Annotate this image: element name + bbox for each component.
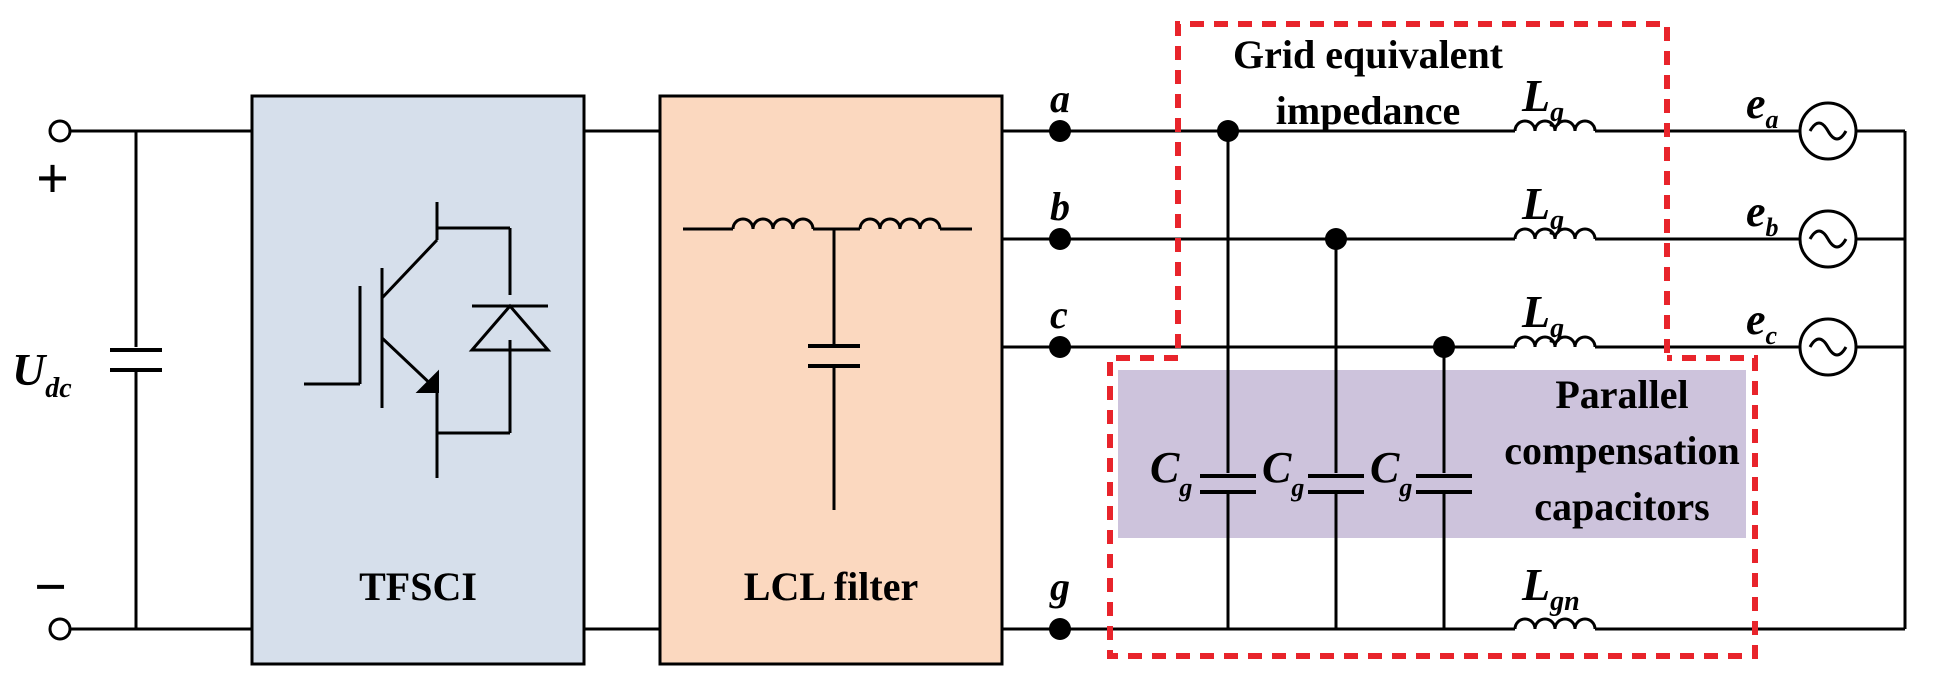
lgn-label: Lgn [1521,559,1580,617]
inductor-lgn [1513,617,1597,630]
tfsci-label: TFSCI [359,564,477,609]
ea-label: ea [1746,79,1779,134]
udc-label: Udc [12,344,72,404]
capacitor-cg-1 [1200,120,1256,629]
grid-impedance-label-line2: impedance [1276,88,1460,133]
dc-link [48,119,252,641]
node-g-label: g [1049,564,1070,609]
dc-plus-terminal [48,119,72,143]
minus-label: − [34,554,67,619]
cg-2-label: Cg [1262,443,1304,502]
capacitor-cg-3 [1416,336,1472,629]
node-a-dot [1049,120,1071,142]
lcl-filter-block [658,94,1004,666]
udc-sub: dc [45,373,72,404]
plus-label: + [36,146,69,211]
parallel-capacitor-label-line1: Parallel [1555,372,1688,417]
node-g-dot [1049,618,1071,640]
tfsci-block [250,94,586,666]
capacitor-band [1118,370,1746,538]
node-c-dot [1049,336,1071,358]
lcl-filter-symbol [683,217,972,510]
cg-3-label: Cg [1370,443,1412,502]
inductor-lg-b [1513,227,1597,240]
inductor-lg-c [1513,335,1597,348]
source-ec [1798,317,1858,377]
parallel-capacitor-label-line3: capacitors [1534,484,1710,529]
eb-label: eb [1746,187,1779,242]
parallel-capacitor-boundary [1107,355,1758,659]
node-b-dot [1049,228,1071,250]
node-a-label: a [1050,76,1070,121]
phase-lines [1002,129,1905,631]
capacitor-cg-2 [1308,228,1364,629]
ec-label: ec [1746,295,1778,350]
inductor-lg-a [1513,119,1597,132]
source-eb [1798,209,1858,269]
lg-a-label: Lg [1521,70,1564,128]
cg-1-label: Cg [1150,443,1192,502]
lcl-label: LCL filter [744,564,918,609]
lg-c-label: Lg [1521,286,1564,344]
igbt-diode-symbol [304,202,552,478]
node-b-label: b [1050,184,1070,229]
source-ea [1798,101,1858,161]
udc-main: U [12,344,48,395]
dc-minus-terminal [48,617,72,641]
grid-impedance-label-line1: Grid equivalent [1233,32,1504,77]
lg-b-label: Lg [1521,178,1564,236]
parallel-capacitor-label-line2: compensation [1504,428,1740,473]
node-c-label: c [1050,292,1068,337]
